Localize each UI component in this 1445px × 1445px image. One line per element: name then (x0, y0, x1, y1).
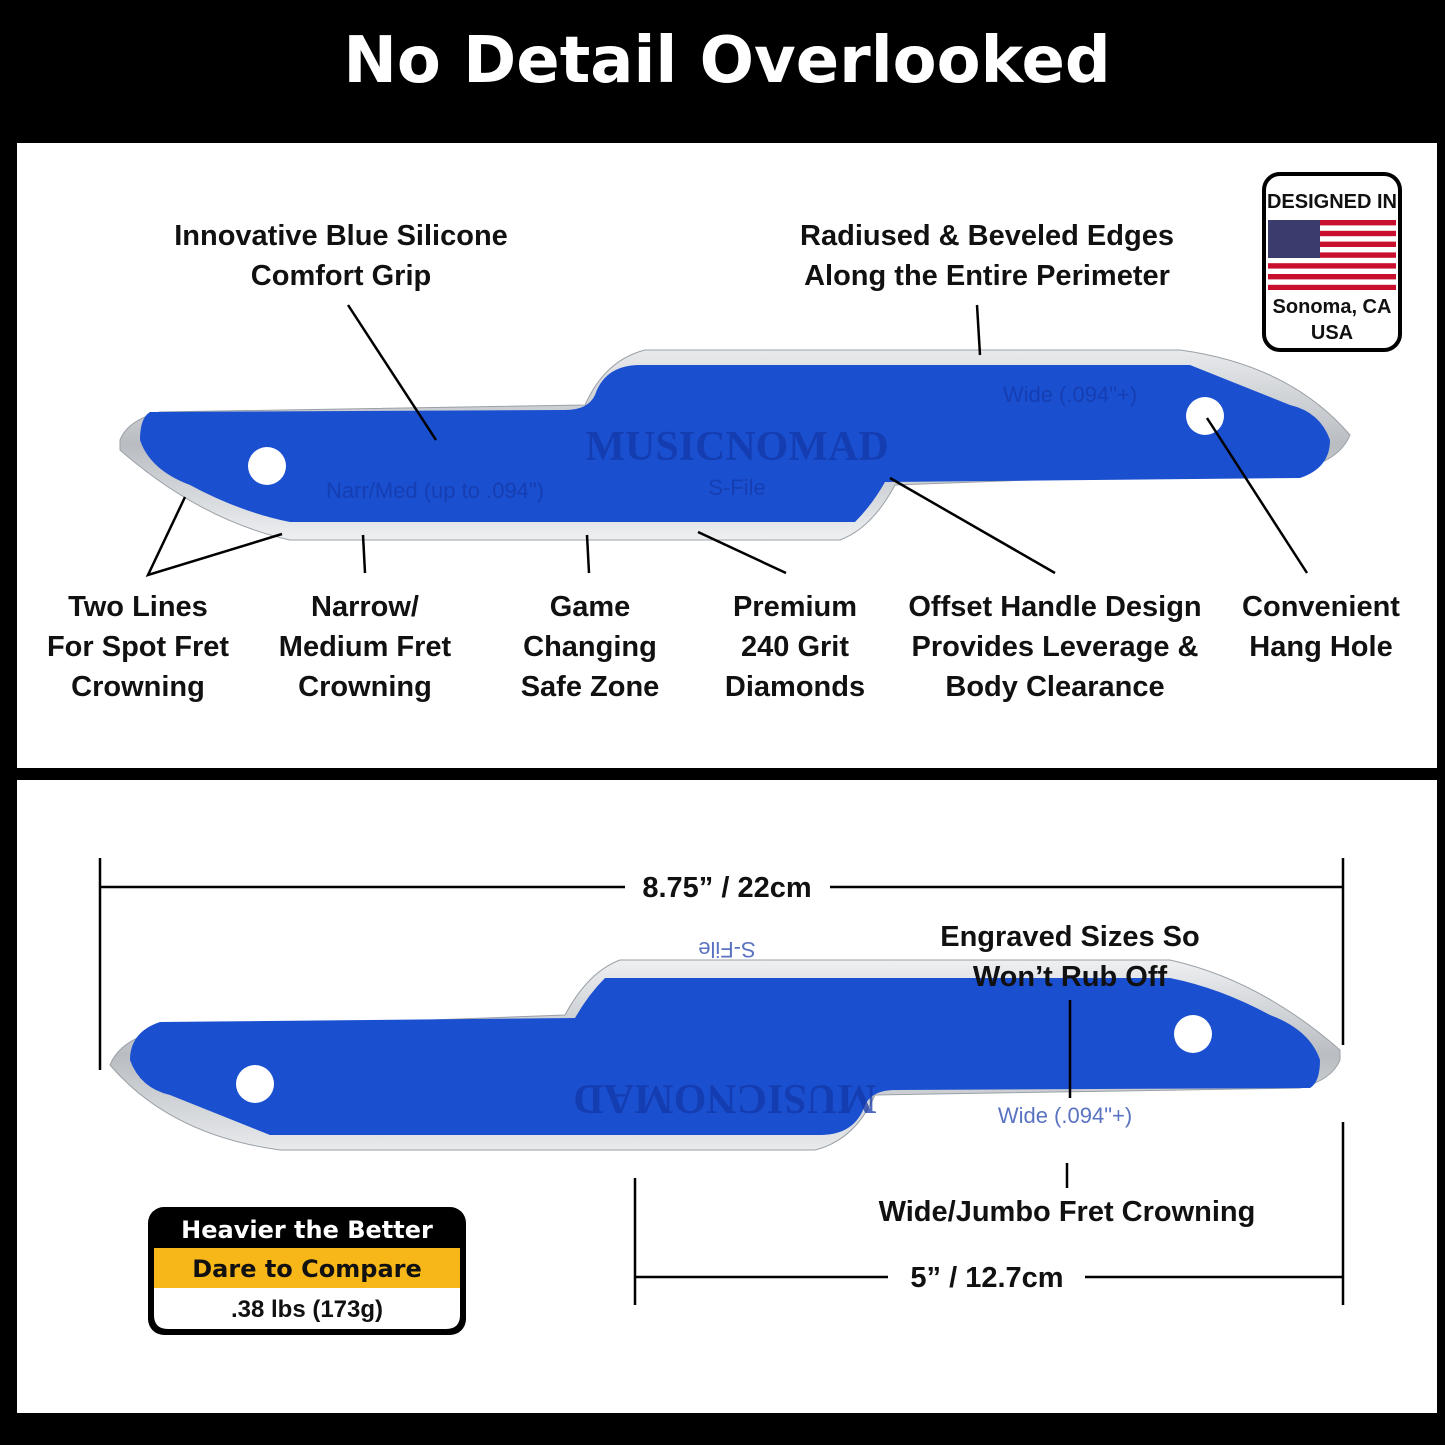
label-line: Medium Fret (279, 631, 452, 663)
label-line: Provides Leverage & (912, 631, 1199, 663)
label-line: Hang Hole (1249, 631, 1392, 663)
label-line: Crowning (71, 671, 205, 703)
bottom-tool: MUSICNOMAD S-File Wide (.094"+) (109, 937, 1341, 1151)
label-line: Comfort Grip (251, 260, 431, 292)
engraved-sizes-label: Engraved Sizes So Won’t Rub Off (940, 921, 1200, 993)
label-line: Innovative Blue Silicone (174, 220, 508, 252)
overall-length-label: 8.75” / 22cm (642, 872, 811, 904)
feature-grit-label: Premium 240 Grit Diamonds (725, 591, 865, 703)
feature-hang-hole-label: Convenient Hang Hole (1242, 591, 1400, 663)
label-line: For Spot Fret (47, 631, 229, 663)
feature-offset-label: Offset Handle Design Provides Leverage &… (908, 591, 1201, 703)
label-line: Sonoma, CA (1273, 296, 1392, 318)
label-line: Changing (523, 631, 657, 663)
label-line: Diamonds (725, 671, 865, 703)
label-line: Crowning (298, 671, 432, 703)
label-line: Game (550, 591, 631, 623)
engraving-model: S-File (708, 475, 765, 500)
feature-grip-label: Innovative Blue Silicone Comfort Grip (174, 220, 508, 292)
label-line: Narrow/ (311, 591, 419, 623)
page-title: No Detail Overlooked (343, 24, 1110, 98)
label-line: .38 lbs (173g) (231, 1296, 383, 1323)
engraving-model-inverted: S-File (698, 937, 755, 962)
engraving-wide-size: Wide (.094"+) (998, 1103, 1132, 1128)
feature-two-lines-label: Two Lines For Spot Fret Crowning (47, 591, 229, 703)
engraving-wide-size: Wide (.094"+) (1003, 382, 1137, 407)
top-tool: MUSICNOMAD S-File Narr/Med (up to .094")… (119, 349, 1351, 541)
feature-safe-zone-label: Game Changing Safe Zone (521, 591, 660, 703)
us-flag-icon (1268, 220, 1396, 290)
engraving-brand-inverted: MUSICNOMAD (573, 1075, 876, 1121)
label-line: Dare to Compare (192, 1255, 422, 1283)
label-line: Radiused & Beveled Edges (800, 220, 1174, 252)
feature-narrow-label: Narrow/ Medium Fret Crowning (279, 591, 452, 703)
weight-badge: Heavier the Better Dare to Compare .38 l… (148, 1207, 466, 1335)
crowning-length-label: 5” / 12.7cm (910, 1262, 1063, 1294)
label-line: Premium (733, 591, 857, 623)
designed-in-badge: DESIGNED IN Sonoma, CA USA (1262, 172, 1402, 352)
label-line: Convenient (1242, 591, 1400, 623)
leader-lines (145, 304, 1309, 578)
label-line: Body Clearance (945, 671, 1164, 703)
label-line: Safe Zone (521, 671, 660, 703)
label-line: Along the Entire Perimeter (804, 260, 1170, 292)
dimension-lines (98, 858, 1345, 1305)
label-line: Won’t Rub Off (973, 961, 1168, 993)
engraving-narrow-size: Narr/Med (up to .094") (326, 478, 544, 503)
label-line: Offset Handle Design (908, 591, 1201, 623)
label-line: Two Lines (68, 591, 208, 623)
engraving-brand: MUSICNOMAD (585, 424, 888, 470)
label-line: USA (1311, 322, 1353, 344)
wide-crowning-label: Wide/Jumbo Fret Crowning (879, 1196, 1256, 1228)
label-line: Heavier the Better (181, 1216, 433, 1244)
feature-edges-label: Radiused & Beveled Edges Along the Entir… (800, 220, 1174, 292)
label-line: DESIGNED IN (1267, 191, 1397, 213)
label-line: Engraved Sizes So (940, 921, 1200, 953)
label-line: 240 Grit (741, 631, 849, 663)
